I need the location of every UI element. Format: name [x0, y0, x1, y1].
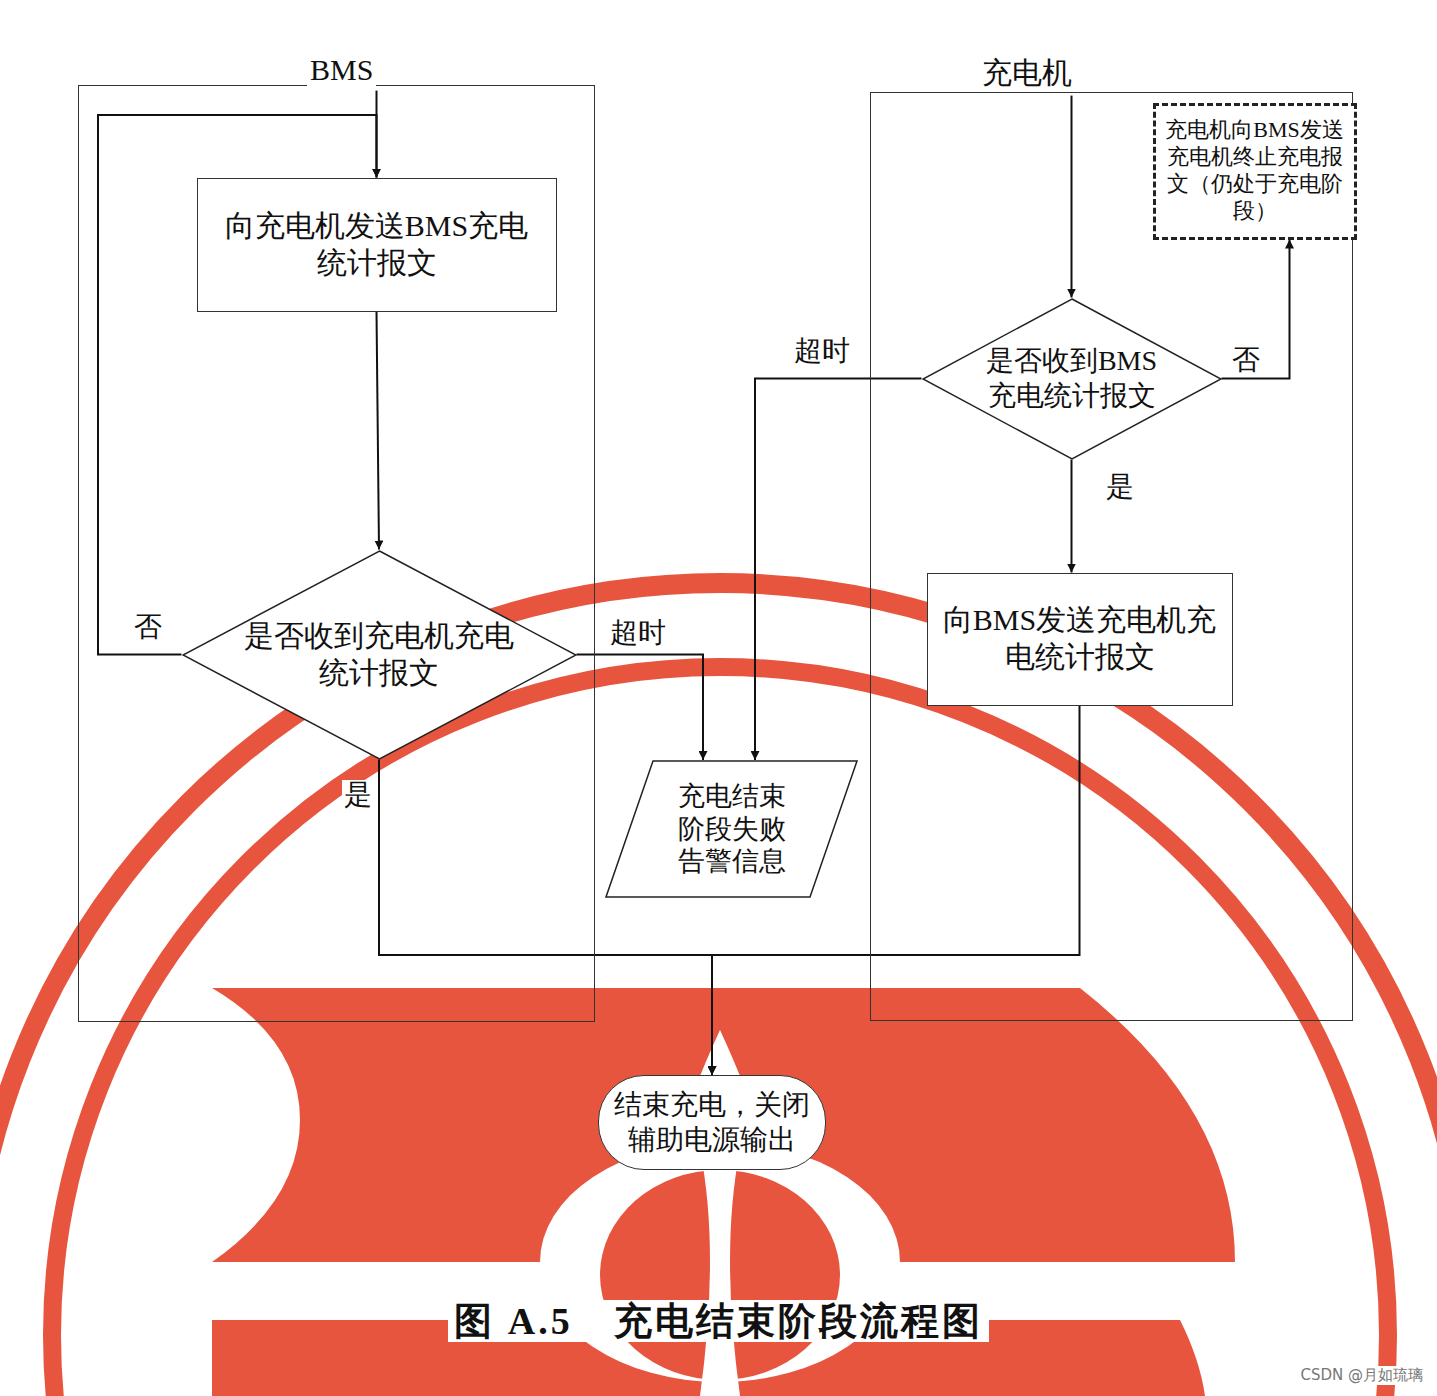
node-text: 是否收到BMS充电统计报文 — [974, 344, 1170, 412]
caption-text: 图 A.5 充电结束阶段流程图 — [448, 1300, 988, 1342]
node-text: 充电结束阶段失败告警信息 — [676, 780, 788, 879]
flow-arrow — [577, 655, 704, 761]
flow-arrow — [755, 379, 922, 761]
decision-diamond: 是否收到BMS充电统计报文 — [922, 298, 1222, 460]
swimlane: 充电机充电机向BMS发送充电机终止充电报文（仍处于充电阶段）是否收到BMS充电统… — [870, 92, 1353, 1021]
node-text: 是否收到充电机充电统计报文 — [243, 618, 515, 691]
data-parallelogram: 充电结束阶段失败告警信息 — [605, 760, 858, 898]
figure-caption: 图 A.5 充电结束阶段流程图 — [0, 1296, 1437, 1347]
lane-heading: 充电机 — [979, 55, 1075, 92]
watermark-text: CSDN @月如琉璃 — [1300, 1366, 1423, 1385]
terminal-box: 结束充电，关闭辅助电源输出 — [598, 1075, 826, 1170]
stamp-ring — [52, 667, 1388, 1396]
edge-label: 否 — [1230, 345, 1262, 376]
edge-label: 超时 — [792, 336, 852, 367]
edge-label: 是 — [1104, 472, 1136, 503]
flow-arrow — [377, 312, 380, 550]
flow-arrow — [376, 91, 378, 178]
lane-heading: BMS — [307, 52, 376, 89]
edge-label: 超时 — [608, 618, 668, 649]
stamp-cut — [700, 1150, 740, 1396]
node-text: 向BMS发送充电机充电统计报文 — [939, 602, 1221, 675]
flow-arrow — [1222, 240, 1290, 379]
dashed-process-box: 充电机向BMS发送充电机终止充电报文（仍处于充电阶段） — [1153, 103, 1357, 240]
decision-diamond: 是否收到充电机充电统计报文 — [182, 550, 577, 760]
node-text: 结束充电，关闭辅助电源输出 — [612, 1088, 812, 1156]
diamond-outline — [922, 298, 1222, 460]
edge-label: 否 — [132, 612, 164, 643]
edge-label: 是 — [342, 780, 374, 811]
node-text: 充电机向BMS发送充电机终止充电报文（仍处于充电阶段） — [1165, 117, 1345, 224]
diamond-outline — [182, 550, 577, 760]
process-box: 向充电机发送BMS充电统计报文 — [197, 178, 557, 312]
process-box: 向BMS发送充电机充电统计报文 — [927, 573, 1233, 706]
node-text: 向充电机发送BMS充电统计报文 — [212, 208, 542, 281]
flow-arrow — [1071, 96, 1073, 298]
swimlane: BMS向充电机发送BMS充电统计报文是否收到充电机充电统计报文 — [78, 85, 595, 1022]
flow-arrow — [1071, 460, 1073, 573]
